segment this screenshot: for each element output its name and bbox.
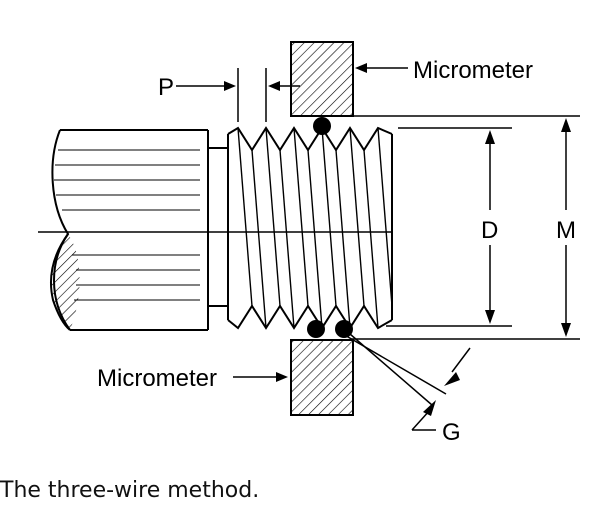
pitch-label: P (158, 74, 174, 101)
bottom-wire-left (307, 320, 325, 338)
wire-size-label: G (442, 419, 461, 446)
measurement-dimension (346, 115, 580, 340)
measurement-label: M (556, 217, 576, 244)
bottom-micrometer-anvil (290, 339, 354, 416)
top-micrometer-leader (355, 63, 408, 73)
top-wire (313, 117, 331, 135)
figure-caption: The three-wire method. (0, 478, 260, 503)
bottom-micrometer-label: Micrometer (97, 365, 217, 392)
shaft-section-hatch (49, 233, 80, 331)
shaft-neck (207, 130, 228, 330)
pitch-diameter-dimension (386, 127, 512, 327)
pitch-diameter-label: D (481, 217, 498, 244)
top-micrometer-label: Micrometer (413, 57, 533, 84)
top-micrometer-anvil (290, 41, 354, 117)
threaded-section (227, 126, 393, 330)
bottom-micrometer-leader (233, 372, 288, 382)
pitch-dimension (176, 68, 300, 122)
wire-size-dimension (335, 329, 471, 431)
bottom-wire-right (335, 320, 353, 338)
